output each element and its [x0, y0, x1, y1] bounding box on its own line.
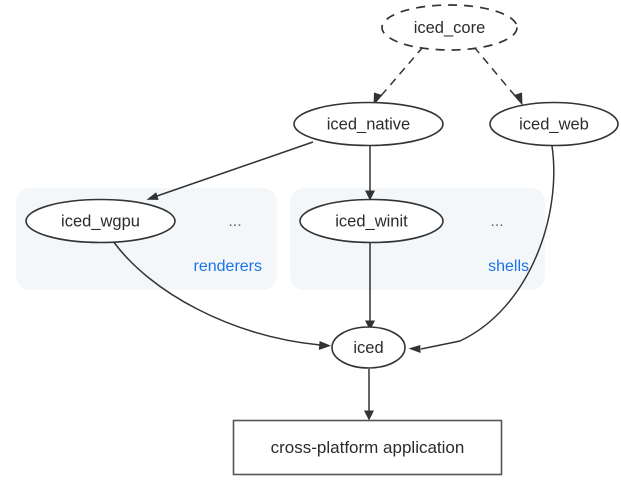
node-iced-core-label: iced_core	[414, 19, 486, 37]
cluster-shells-label: shells	[488, 258, 529, 275]
node-iced-winit[interactable]: iced_winit	[299, 198, 444, 244]
node-iced-wgpu[interactable]: iced_wgpu	[25, 198, 176, 244]
edge-iced-web-to-iced-arrowhead	[408, 345, 421, 353]
node-iced-wgpu-shape[interactable]	[25, 198, 176, 244]
node-iced-core-shape[interactable]	[381, 4, 518, 51]
node-application-shape[interactable]	[232, 419, 503, 476]
node-application[interactable]: cross-platform application	[232, 419, 503, 476]
edge-iced-native-to-iced-wgpu-arrowhead	[146, 192, 159, 200]
node-iced-native[interactable]: iced_native	[293, 101, 444, 147]
node-iced-web-shape[interactable]	[489, 101, 619, 147]
edge-iced-native-to-iced-wgpu-line	[156, 141, 314, 197]
node-application-label: cross-platform application	[271, 438, 465, 457]
node-iced-label: iced	[353, 339, 383, 357]
cluster-renderers-ellipsis: ...	[228, 213, 241, 230]
cluster-renderers-label: renderers	[194, 258, 262, 275]
node-iced-web[interactable]: iced_web	[489, 101, 619, 147]
edge-iced-winit-to-iced	[365, 243, 375, 331]
edge-iced-native-to-iced-wgpu	[146, 141, 314, 200]
edge-iced-web-to-iced	[408, 145, 555, 353]
cluster-shells-ellipsis: ...	[490, 213, 503, 230]
edge-iced-wgpu-to-iced-line	[112, 240, 321, 346]
edge-iced-core-to-iced-web-arrowhead	[513, 92, 523, 106]
node-iced-wgpu-label: iced_wgpu	[61, 212, 140, 230]
edge-iced-core-to-iced-web-line	[473, 46, 518, 99]
node-iced-shape[interactable]	[331, 326, 406, 369]
node-iced-winit-shape[interactable]	[299, 198, 444, 244]
node-iced-native-shape[interactable]	[293, 101, 444, 147]
edge-iced-winit-to-iced-arrowhead	[365, 320, 375, 331]
edge-iced-core-to-iced-web	[473, 46, 523, 106]
edge-iced-wgpu-to-iced-arrowhead	[318, 341, 331, 350]
edge-iced-to-application-arrowhead	[364, 410, 374, 421]
node-iced-web-label: iced_web	[519, 115, 589, 133]
edge-iced-core-to-iced-native-line	[378, 46, 424, 99]
edge-iced-native-to-iced-winit	[365, 146, 375, 201]
edge-iced-core-to-iced-native	[373, 46, 424, 106]
node-iced-native-label: iced_native	[327, 115, 410, 133]
edge-iced-to-application	[364, 369, 374, 421]
node-iced[interactable]: iced	[331, 326, 406, 369]
node-iced-winit-label: iced_winit	[335, 212, 408, 230]
edge-iced-web-to-iced-line	[420, 145, 555, 350]
edge-iced-native-to-iced-winit-arrowhead	[365, 190, 375, 201]
edge-iced-wgpu-to-iced	[112, 240, 331, 350]
node-iced-core[interactable]: iced_core	[381, 4, 518, 51]
